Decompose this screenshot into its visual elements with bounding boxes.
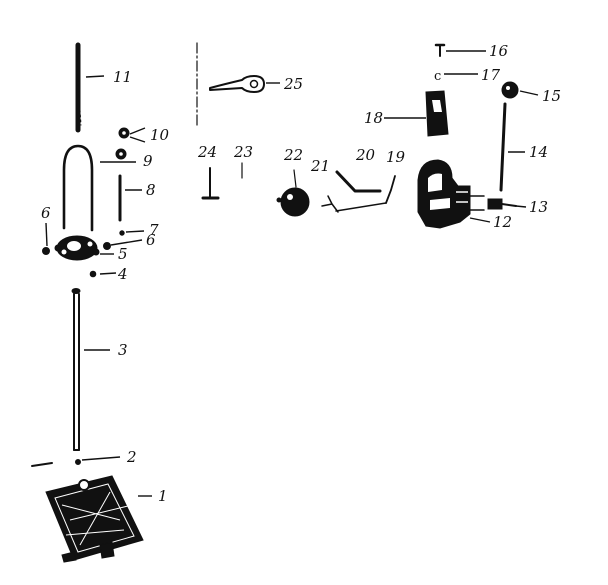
label-part-25: 25 bbox=[283, 75, 303, 93]
label-part-21: 21 bbox=[310, 157, 330, 175]
label-part-10: 10 bbox=[150, 126, 170, 144]
part-17-clip-glyph: c bbox=[434, 69, 441, 84]
label-part-9: 9 bbox=[143, 152, 153, 170]
part-12-head-assembly bbox=[417, 159, 485, 229]
part-25-lever bbox=[209, 75, 265, 93]
label-part-4: 4 bbox=[117, 265, 128, 283]
label-part-6-right: 6 bbox=[146, 231, 156, 249]
label-part-6-left: 6 bbox=[41, 204, 51, 222]
leader-lines bbox=[45, 50, 539, 497]
label-part-16: 16 bbox=[489, 42, 509, 60]
part-20-bent-rod bbox=[335, 170, 382, 193]
label-part-7: 7 bbox=[149, 221, 159, 239]
part-5-collar bbox=[54, 235, 100, 261]
label-part-19: 19 bbox=[386, 148, 406, 166]
label-part-22: 22 bbox=[283, 146, 303, 164]
part-1-base-plate bbox=[45, 475, 144, 563]
part-4-ball bbox=[89, 270, 97, 278]
label-part-18: 18 bbox=[364, 109, 383, 127]
label-part-14: 14 bbox=[529, 143, 548, 161]
part-11-threaded-rod bbox=[75, 42, 82, 133]
part-9-u-arm bbox=[62, 144, 94, 232]
label-part-15: 15 bbox=[542, 87, 561, 105]
part-6-washers bbox=[42, 242, 111, 255]
label-part-8: 8 bbox=[146, 181, 156, 199]
label-part-20: 20 bbox=[355, 146, 376, 164]
label-part-3: 3 bbox=[118, 341, 128, 359]
label-part-13: 13 bbox=[529, 198, 548, 216]
part-7-ball bbox=[119, 230, 125, 236]
part-22-knob bbox=[276, 169, 310, 217]
part-16-screw bbox=[434, 43, 446, 57]
label-part-1: 1 bbox=[158, 487, 168, 505]
label-part-12: 12 bbox=[493, 213, 512, 231]
part-24-t-pin bbox=[201, 167, 220, 200]
label-part-17: 17 bbox=[481, 66, 501, 84]
part-13-bolt bbox=[487, 198, 517, 210]
part-21-bracket bbox=[321, 195, 339, 213]
label-part-5: 5 bbox=[118, 245, 128, 263]
part-3-column bbox=[71, 288, 81, 451]
label-part-24: 24 bbox=[197, 143, 217, 161]
label-part-2: 2 bbox=[126, 448, 137, 466]
part-15-cap bbox=[501, 81, 519, 99]
part-14-long-pin bbox=[499, 102, 507, 192]
part-10-nuts bbox=[115, 127, 130, 160]
part-18-clamp bbox=[425, 90, 449, 137]
label-part-23: 23 bbox=[233, 143, 253, 161]
part-2-pin bbox=[31, 459, 81, 467]
part-19-link-rod bbox=[335, 175, 396, 212]
label-part-11: 11 bbox=[113, 68, 132, 86]
